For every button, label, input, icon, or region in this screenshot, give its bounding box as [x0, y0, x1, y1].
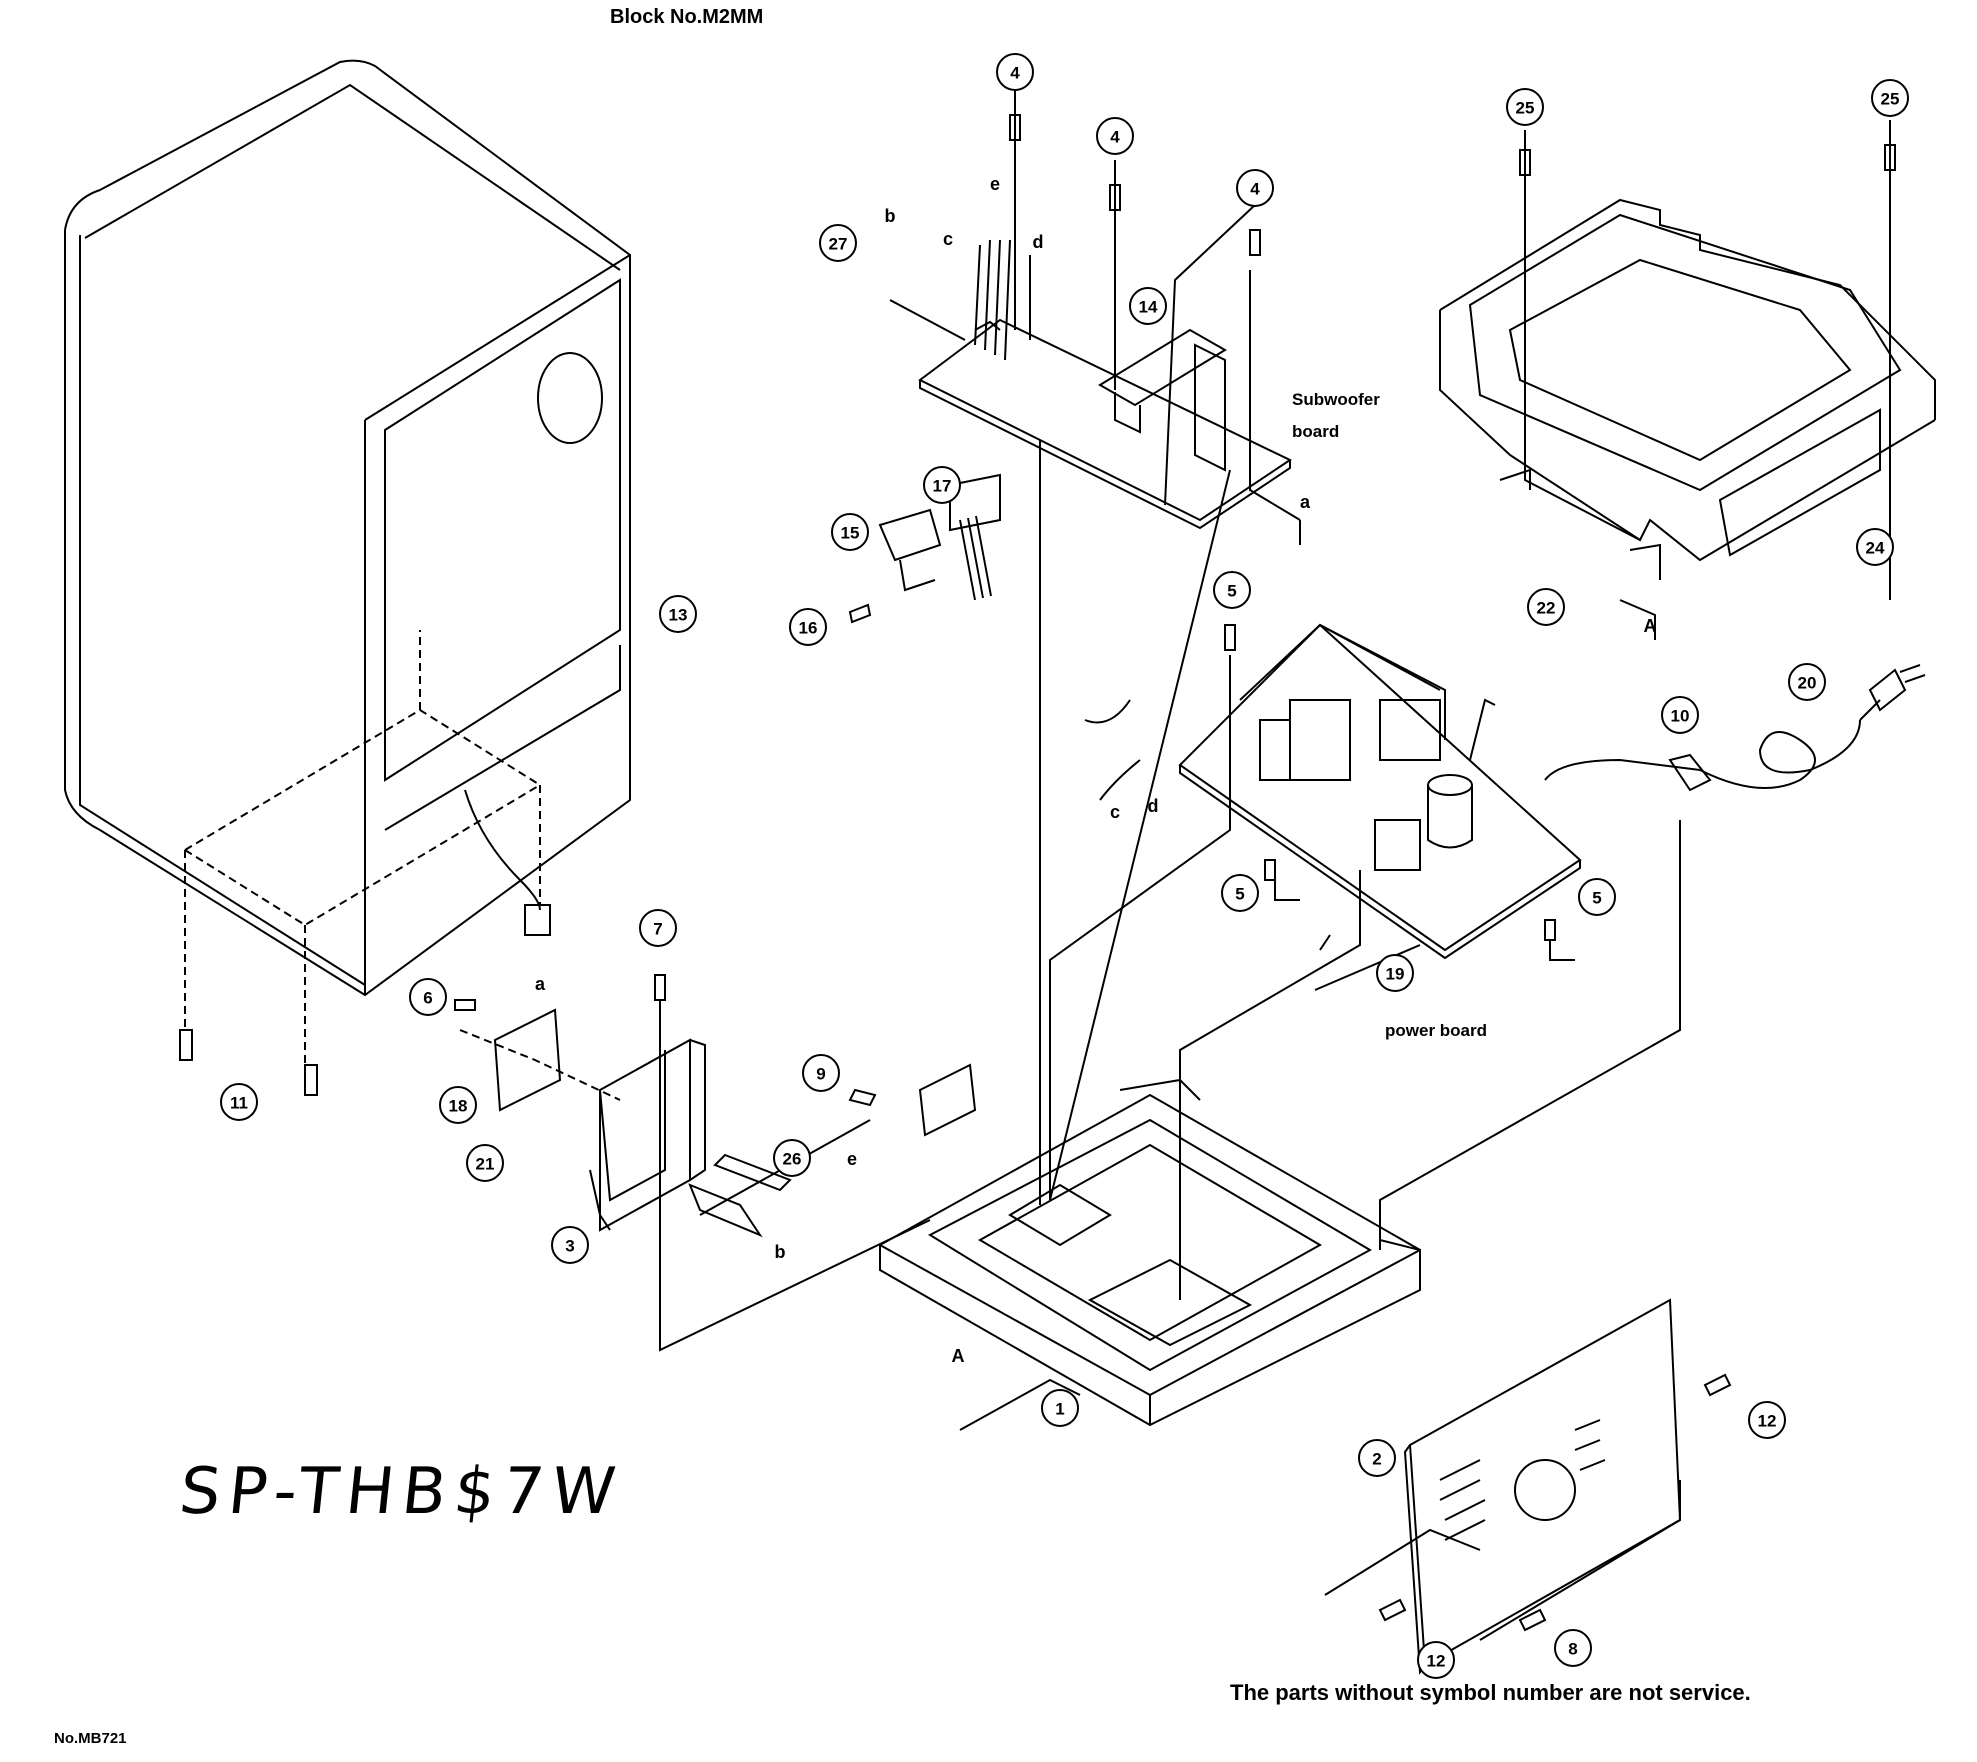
svg-text:7: 7 — [653, 920, 662, 939]
callout-10: 10 — [1661, 696, 1699, 734]
board-labels: Subwoofer board power board — [1292, 390, 1487, 1040]
callout-22: 22 — [1527, 588, 1565, 626]
svg-text:6: 6 — [423, 989, 432, 1008]
callout-4b: 4 — [1096, 117, 1134, 155]
svg-text:20: 20 — [1798, 674, 1817, 693]
callout-13: 13 — [659, 595, 697, 633]
callout-1: 1 — [1041, 1389, 1079, 1427]
callout-7: 7 — [639, 909, 677, 947]
letter-b-bottom: b — [775, 1242, 786, 1262]
callout-25a: 25 — [1506, 88, 1544, 126]
callout-15: 15 — [831, 513, 869, 551]
callout-24: 24 — [1856, 528, 1894, 566]
svg-text:18: 18 — [449, 1097, 468, 1116]
svg-text:3: 3 — [565, 1237, 574, 1256]
svg-text:25: 25 — [1881, 90, 1900, 109]
svg-text:10: 10 — [1671, 707, 1690, 726]
svg-text:1: 1 — [1055, 1400, 1064, 1419]
callout-26: 26 — [773, 1139, 811, 1177]
svg-text:11: 11 — [230, 1094, 248, 1113]
letter-e-top: e — [990, 174, 1000, 194]
letter-c-top: c — [943, 229, 953, 249]
callouts: 1 2 3 4 4 4 5 5 5 6 7 8 9 10 11 12 12 13… — [220, 53, 1909, 1679]
callout-9: 9 — [802, 1054, 840, 1092]
connection-letters: a a b b c c d d e e A A — [535, 174, 1657, 1366]
leader-lines — [659, 90, 1891, 1641]
subwoofer-label-2: board — [1292, 422, 1339, 441]
callout-12b: 12 — [1417, 1641, 1455, 1679]
svg-text:24: 24 — [1866, 539, 1885, 558]
svg-text:4: 4 — [1110, 128, 1120, 147]
svg-text:25: 25 — [1516, 99, 1535, 118]
power-board-label: power board — [1385, 1021, 1487, 1040]
letter-a-sub: a — [1300, 492, 1311, 512]
callout-16: 16 — [789, 608, 827, 646]
callout-18: 18 — [439, 1086, 477, 1124]
document-number: No.MB721 — [54, 1730, 127, 1747]
svg-text:5: 5 — [1592, 889, 1601, 908]
callout-8: 8 — [1554, 1629, 1592, 1667]
letter-A-cover: A — [1644, 616, 1657, 636]
power-board — [1178, 623, 1582, 960]
cabinet — [64, 59, 631, 997]
power-cord — [1544, 664, 1926, 792]
svg-text:19: 19 — [1386, 965, 1405, 984]
svg-text:9: 9 — [816, 1065, 825, 1084]
base-chassis — [879, 1078, 1421, 1427]
callout-3: 3 — [551, 1226, 589, 1264]
svg-text:17: 17 — [933, 477, 952, 496]
callout-4c: 4 — [1236, 169, 1274, 207]
svg-text:13: 13 — [669, 606, 688, 625]
callout-11: 11 — [220, 1083, 258, 1121]
svg-text:16: 16 — [799, 619, 818, 638]
callout-12a: 12 — [1748, 1401, 1786, 1439]
letter-e-board: e — [847, 1149, 857, 1169]
subwoofer-board — [918, 239, 1293, 530]
service-footnote: The parts without symbol number are not … — [1230, 1680, 1751, 1705]
svg-text:22: 22 — [1537, 599, 1556, 618]
svg-text:12: 12 — [1758, 1412, 1777, 1431]
side-bracket — [493, 1008, 977, 1238]
svg-text:26: 26 — [783, 1150, 802, 1169]
callout-6: 6 — [409, 978, 447, 1016]
callout-20: 20 — [1788, 663, 1826, 701]
letter-d-power: d — [1148, 796, 1159, 816]
svg-text:4: 4 — [1010, 64, 1020, 83]
screws — [179, 114, 1896, 1632]
callout-14: 14 — [1129, 287, 1167, 325]
letter-A-base: A — [952, 1346, 965, 1366]
letter-c-power: c — [1110, 802, 1120, 822]
svg-text:15: 15 — [841, 524, 860, 543]
block-title: Block No.M2MM — [610, 6, 764, 28]
heatsink-assembly — [878, 473, 1001, 601]
hidden-lines — [184, 630, 621, 1101]
letter-b-top: b — [885, 206, 896, 226]
svg-text:14: 14 — [1139, 298, 1158, 317]
callout-5a: 5 — [1213, 571, 1251, 609]
letter-a-cab: a — [535, 974, 546, 994]
callout-21: 21 — [466, 1144, 504, 1182]
svg-text:8: 8 — [1568, 1640, 1577, 1659]
callout-19: 19 — [1376, 954, 1414, 992]
svg-text:4: 4 — [1250, 180, 1260, 199]
handwritten-model-mark: SP-THB$7W — [176, 1455, 627, 1529]
callout-2: 2 — [1358, 1439, 1396, 1477]
callout-5b: 5 — [1221, 874, 1259, 912]
callout-17: 17 — [923, 466, 961, 504]
svg-text:21: 21 — [476, 1155, 495, 1174]
svg-text:5: 5 — [1235, 885, 1244, 904]
svg-text:2: 2 — [1372, 1450, 1381, 1469]
svg-text:5: 5 — [1227, 582, 1236, 601]
top-cover — [1439, 198, 1936, 580]
callout-5c: 5 — [1578, 878, 1616, 916]
callout-4a: 4 — [996, 53, 1034, 91]
callout-27: 27 — [819, 224, 857, 262]
svg-text:27: 27 — [829, 235, 848, 254]
subwoofer-label-1: Subwoofer — [1292, 390, 1380, 409]
svg-text:12: 12 — [1427, 1652, 1446, 1671]
callout-25b: 25 — [1871, 79, 1909, 117]
letter-d-top: d — [1033, 232, 1044, 252]
